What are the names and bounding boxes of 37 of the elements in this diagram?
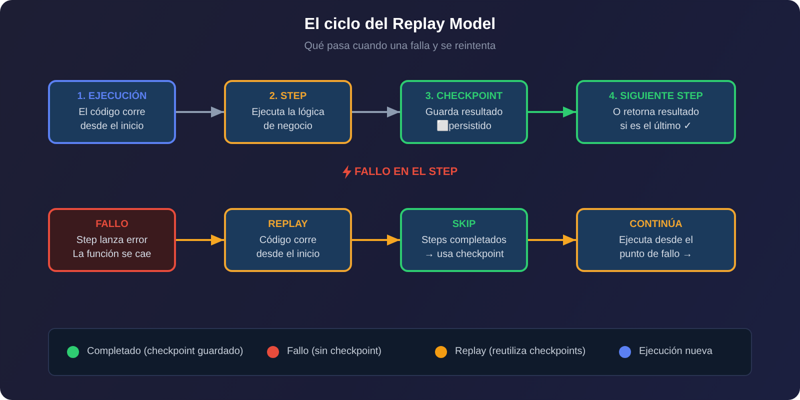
step-title: 3. CHECKPOINT [425, 90, 503, 103]
step-description: Código corre desde el inicio [255, 234, 321, 262]
diagram-title: El ciclo del Replay Model [304, 15, 496, 35]
step-description: Ejecuta la lógica de negocio [250, 106, 326, 134]
step-description: El código corre desde el inicio [78, 106, 146, 134]
arrow [176, 234, 224, 246]
legend-text: Ejecución nueva [639, 345, 712, 359]
step-description: O retorna resultado si es el último ✓ [612, 106, 700, 134]
step-description: Guarda resultado ⬜persistido [424, 106, 504, 134]
arrow [528, 234, 576, 246]
step-box [224, 80, 352, 144]
step-description: Ejecuta desde el punto de fallo → [618, 234, 694, 262]
legend-text: Completado (checkpoint guardado) [87, 345, 244, 359]
failure-heading: FALLO EN EL STEP [354, 165, 458, 180]
step-title: CONTINÚA [630, 218, 682, 231]
step-title: SKIP [452, 218, 476, 231]
step-box [48, 208, 176, 272]
step-box [400, 80, 528, 144]
arrow [528, 106, 576, 118]
legend-text: Replay (reutiliza checkpoints) [455, 345, 586, 359]
step-title: FALLO [96, 218, 128, 231]
step-box [576, 208, 736, 272]
step-box [48, 80, 176, 144]
step-title: 2. STEP [269, 90, 307, 103]
arrow [352, 234, 400, 246]
step-box [224, 208, 352, 272]
legend-text: Fallo (sin checkpoint) [287, 345, 382, 359]
arrow [176, 106, 224, 118]
diagram-subtitle: Qué pasa cuando una falla y se reintenta [304, 39, 496, 53]
step-title: 1. EJECUCIÓN [77, 90, 147, 103]
arrow [352, 106, 400, 118]
step-title: REPLAY [268, 218, 308, 231]
step-description: Step lanza error La función se cae [72, 234, 152, 262]
step-description: Steps completados → usa checkpoint [420, 234, 508, 262]
step-title: 4. SIGUIENTE STEP [609, 90, 703, 103]
step-box [576, 80, 736, 144]
step-box [400, 208, 528, 272]
